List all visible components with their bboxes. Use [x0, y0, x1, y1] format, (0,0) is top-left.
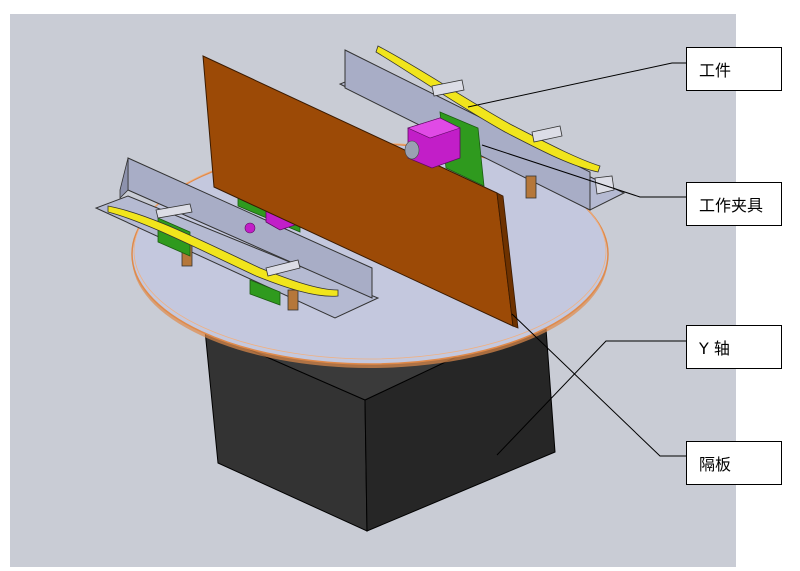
leader-fixture — [481, 144, 686, 198]
label-y-axis: Y 轴 — [686, 325, 782, 369]
leader-workpiece — [467, 62, 686, 108]
label-workpiece-text: 工件 — [699, 61, 732, 80]
label-partition-text: 隔板 — [699, 455, 732, 474]
partition-panel — [202, 55, 519, 329]
label-fixture-text: 工作夹具 — [699, 196, 764, 215]
leader-y-axis — [496, 340, 686, 456]
label-workpiece: 工件 — [686, 47, 782, 91]
motor-right — [404, 117, 461, 169]
fixture-right — [338, 45, 626, 211]
fixture-left — [94, 157, 380, 319]
leader-partition — [511, 313, 686, 457]
leader-lines — [467, 62, 686, 457]
label-fixture: 工作夹具 — [686, 182, 782, 226]
workpiece-right — [375, 45, 601, 173]
label-partition: 隔板 — [686, 441, 782, 485]
workpiece-left — [107, 205, 339, 297]
label-y-axis-text: Y 轴 — [699, 339, 730, 358]
